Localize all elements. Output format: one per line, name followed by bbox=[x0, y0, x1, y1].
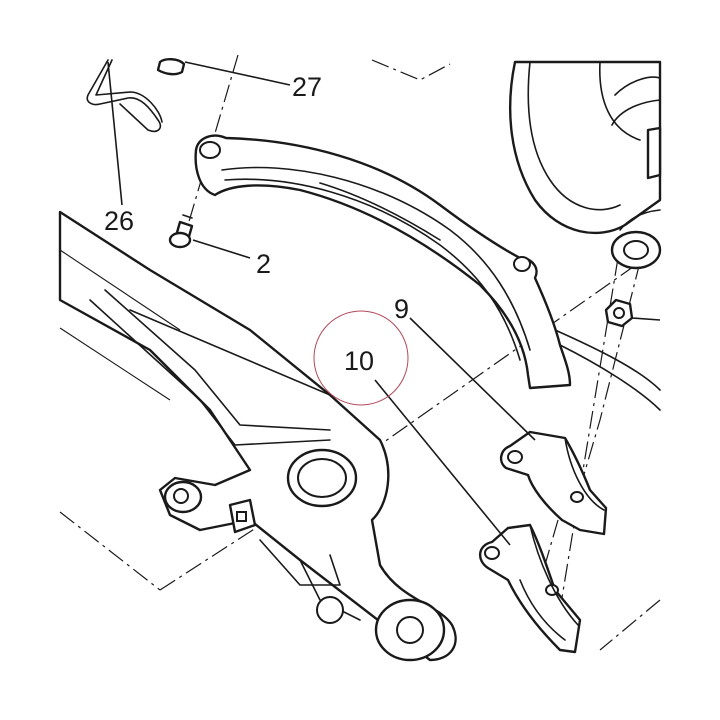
callout-2: 2 bbox=[256, 249, 271, 279]
part-9-plate bbox=[499, 430, 608, 536]
curved-bracket bbox=[194, 134, 572, 390]
part-2-screw bbox=[168, 214, 194, 249]
part-10-plate bbox=[479, 523, 582, 654]
part-26-spring-clip bbox=[86, 59, 163, 133]
leader-lines bbox=[107, 61, 661, 546]
callout-10: 10 bbox=[344, 346, 374, 376]
highlight-circle bbox=[313, 310, 409, 406]
part-27-sleeve bbox=[156, 58, 186, 76]
callout-9: 9 bbox=[394, 294, 409, 324]
callout-27: 27 bbox=[292, 72, 322, 102]
frame-upper-right bbox=[508, 60, 662, 411]
frame-bracket bbox=[58, 210, 457, 662]
callout-26: 26 bbox=[104, 206, 134, 236]
